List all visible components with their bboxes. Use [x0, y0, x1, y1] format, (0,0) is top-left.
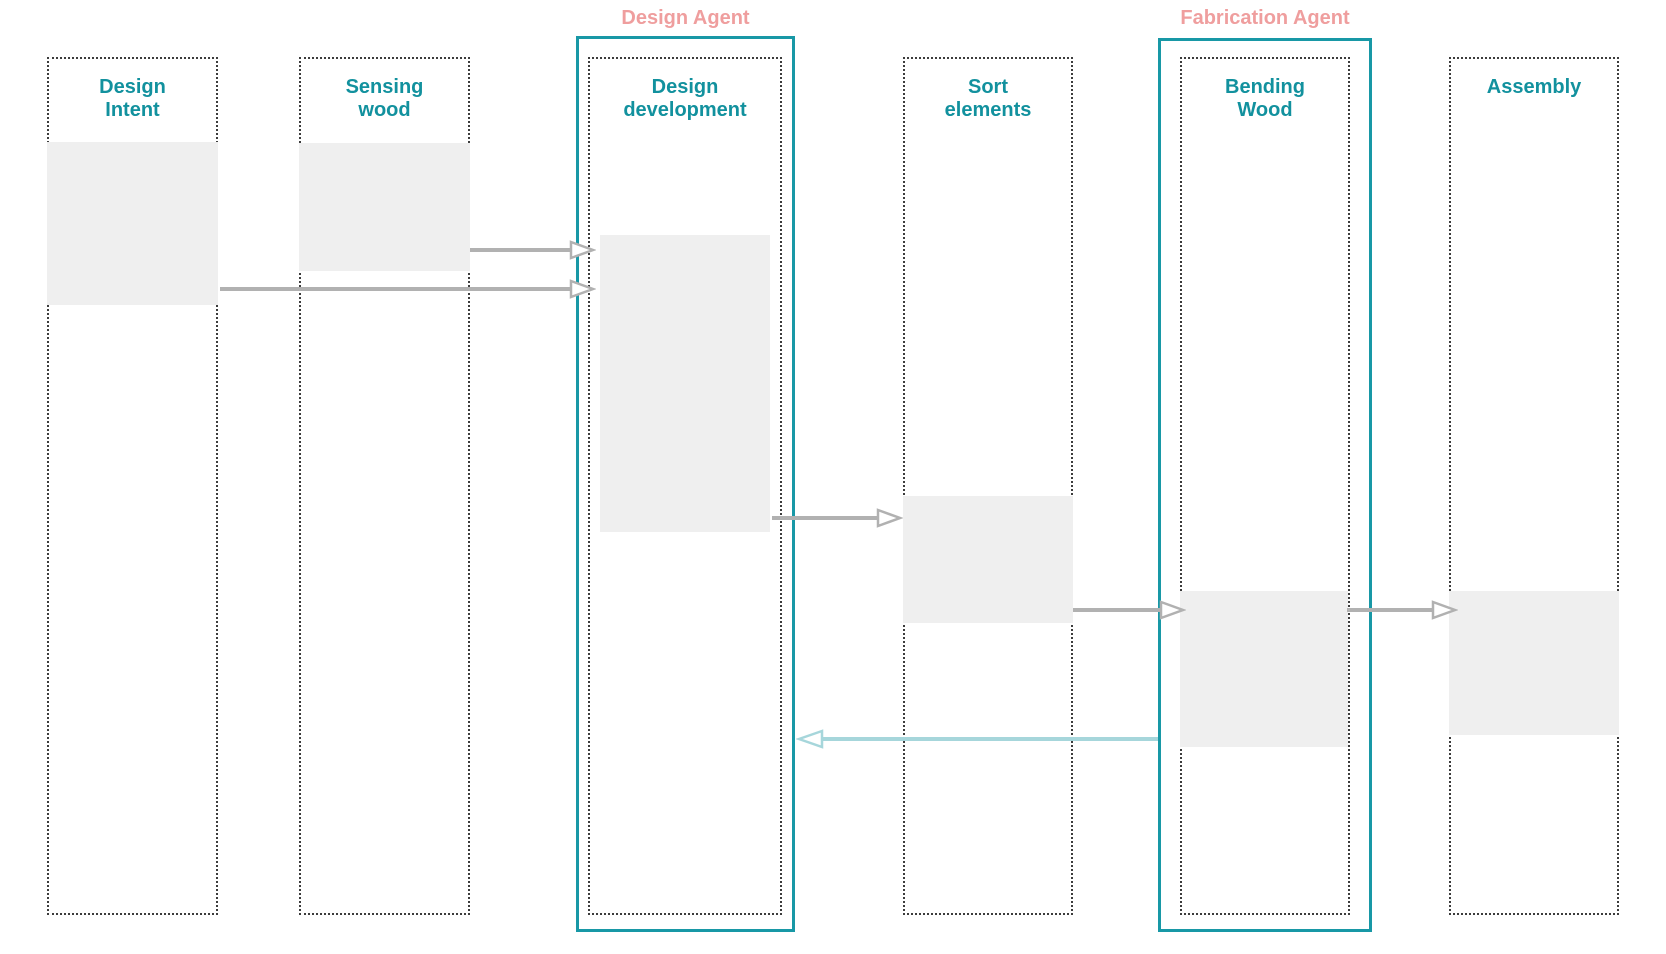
arrow-bending-wood-to-assembly-icon [1347, 600, 1458, 620]
column-design-development: Design development [588, 57, 782, 915]
column-assembly: Assembly [1449, 57, 1619, 915]
column-title-sort-elements: Sort elements [944, 76, 1032, 121]
column-title-sensing-wood: Sensing wood [345, 76, 424, 121]
arrow-sort-elements-to-bending-wood-icon [1073, 600, 1186, 620]
arrow-fabrication-feedback-to-design-agent-icon [796, 729, 1158, 749]
arrow-design-development-to-sort-elements-icon [772, 508, 903, 528]
column-title-design-development: Design development [623, 76, 747, 121]
column-sensing-wood: Sensing wood [299, 57, 470, 915]
column-title-design-intent: Design Intent [99, 76, 166, 121]
column-bending-wood: Bending Wood [1180, 57, 1350, 915]
column-sort-elements: Sort elements [903, 57, 1073, 915]
placeholder-image-bending-wood [1180, 591, 1348, 747]
arrow-sensing-wood-to-design-development-icon [470, 240, 596, 260]
placeholder-image-assembly [1449, 591, 1619, 735]
placeholder-image-sort-elements [903, 496, 1073, 623]
design-agent-group-box [576, 36, 795, 932]
placeholder-image-design-intent [47, 142, 218, 305]
fabrication-agent-group-box [1158, 38, 1372, 932]
fabrication-agent-label: Fabrication Agent [1180, 7, 1350, 29]
design-agent-label: Design Agent [621, 7, 750, 29]
arrow-design-intent-to-design-development-icon [220, 279, 596, 299]
column-title-bending-wood: Bending Wood [1225, 76, 1305, 121]
placeholder-image-design-development [600, 235, 770, 532]
column-title-assembly: Assembly [1486, 76, 1582, 98]
column-design-intent: Design Intent [47, 57, 218, 915]
placeholder-image-sensing-wood [299, 143, 470, 271]
